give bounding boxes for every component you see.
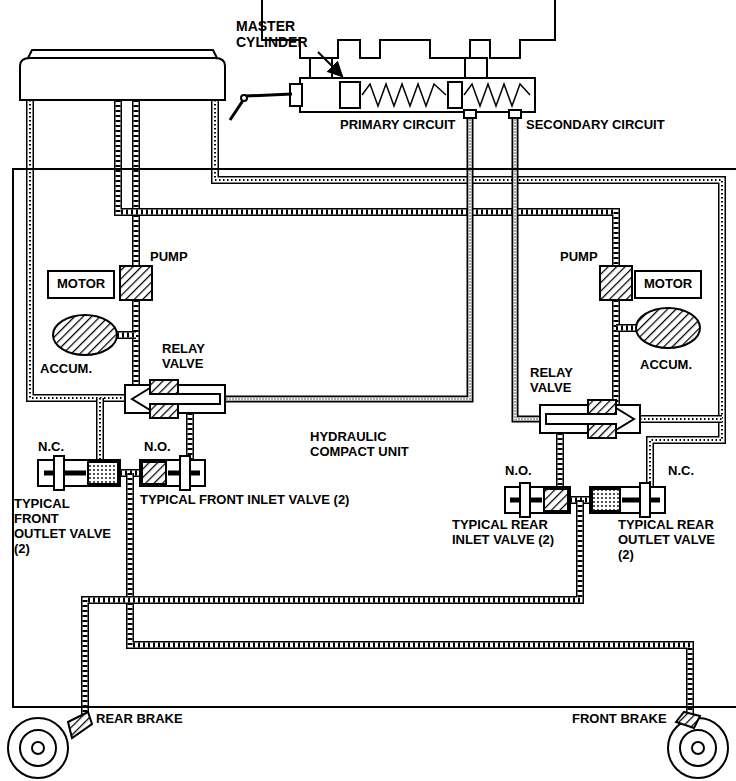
part-label: FRONT BRAKE [572,712,692,727]
hydraulic-line [188,413,193,460]
part-label: RELAY VALVE [162,342,222,372]
motor-box: MOTOR [47,270,115,299]
hydraulic-line [134,100,139,266]
motor-box: MOTOR [634,270,702,299]
rear-brake-wheel [8,712,92,778]
hydraulic-line [612,300,620,405]
hydraulic-line [225,118,470,399]
left-relay-valve [125,380,225,418]
hydraulic-line [130,473,690,714]
rear-inlet-valve [505,483,570,517]
hydraulic-line [30,100,125,398]
hydraulic-line [85,500,580,714]
hydraulic-lines [30,100,722,714]
hydraulic-line [130,473,690,714]
hydraulic-line [614,300,619,405]
hydraulic-line [132,100,140,266]
hydraulic-compact-unit: HYDRAULIC COMPACT UNIT MOTOR MOTOR [12,168,736,708]
part-label: PRIMARY CIRCUIT [340,118,500,133]
part-label: TYPICAL FRONT INLET VALVE (2) [140,493,400,508]
right-relay-valve [540,400,640,438]
left-reservoir [20,50,225,100]
part-label: N.O. [144,440,194,455]
front-inlet-valve [140,456,205,490]
front-outlet-valve [38,456,120,490]
hydraulic-line [225,118,470,399]
hydraulic-line [556,433,564,487]
hydraulic-line [188,413,193,460]
hydraulic-line [215,100,722,487]
hydraulic-line [85,500,580,714]
hydraulic-line [640,418,722,420]
hydraulic-line [134,300,139,385]
hydraulic-line [132,300,140,385]
node-text: HYDRAULIC COMPACT UNIT [310,430,440,460]
right-pump [600,266,632,300]
hydraulic-line [134,100,139,266]
part-label: RELAY VALVE [530,366,590,396]
part-label: TYPICAL REAR OUTLET VALVE (2) [618,518,718,563]
part-label: REAR BRAKE [96,712,216,727]
hydraulic-line [614,300,619,405]
hydraulic-line [616,324,636,332]
part-label: TYPICAL FRONT OUTLET VALVE (2) [14,497,114,557]
node-text: MOTOR [644,277,692,292]
hydraulic-line [134,300,139,385]
part-label: N.C. [38,440,88,455]
hydraulic-line [117,333,136,338]
hydraulic-line [225,118,470,399]
hydraulic-line [558,433,563,487]
hydraulic-line [215,100,722,487]
hydraulic-line [616,326,636,331]
leader-arrow [318,52,342,76]
hydraulic-line [85,500,580,714]
hydraulic-line [117,331,136,339]
left-pump [120,266,152,300]
right-accumulator [636,308,700,348]
part-label: PUMP [150,250,210,265]
part-label: TYPICAL REAR INLET VALVE (2) [452,518,572,548]
hydraulic-line [558,433,563,487]
part-label: N.C. [668,464,718,479]
hydraulic-line [130,473,690,714]
part-label: SECONDARY CIRCUIT [526,118,696,133]
hydraulic-line [98,398,103,460]
hydraulic-line [186,413,194,460]
hydraulic-line [30,100,125,398]
hydraulic-line [640,417,722,422]
hydraulic-line [117,333,136,338]
hydraulic-line [96,398,104,460]
hydraulic-line [616,326,636,331]
part-label: PUMP [560,250,620,265]
hydraulic-line [215,100,722,487]
part-label: ACCUM. [40,362,120,377]
part-label: MASTER CYLINDER [236,18,336,50]
left-accumulator [53,315,117,355]
rear-outlet-valve [590,483,665,517]
part-label: ACCUM. [640,358,720,373]
master-cylinder-drawing [230,0,555,120]
hydraulic-line [30,100,125,398]
hydraulic-line [640,415,722,423]
part-label: N.O. [505,464,555,479]
node-text: MOTOR [57,277,105,292]
front-brake-wheel [668,712,728,778]
hydraulic-line [99,398,101,460]
